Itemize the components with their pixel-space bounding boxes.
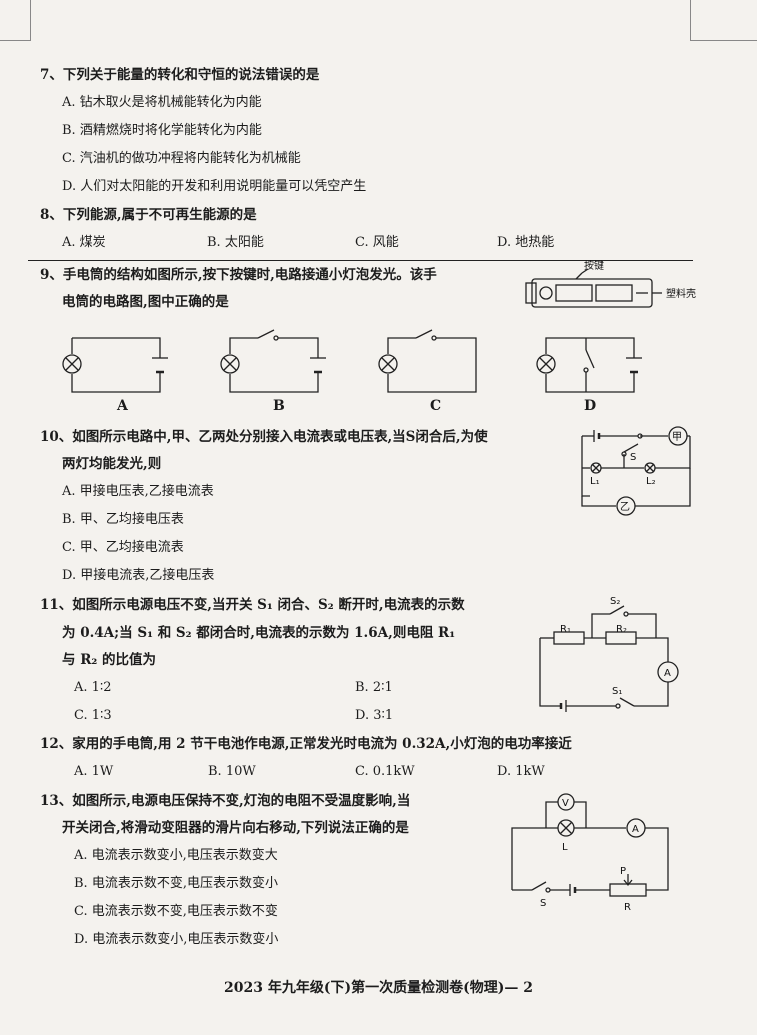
q12-option-c: C. 0.1kW: [355, 764, 415, 779]
key-label: 按键: [584, 259, 604, 272]
q7-option-c: C. 汽油机的做功冲程将内能转化为机械能: [62, 151, 301, 166]
q8-option-a: A. 煤炭: [62, 235, 106, 250]
ammeter-label: A: [664, 668, 671, 679]
q13-circuit: V L A S P R: [511, 793, 669, 913]
q8-stem: 8、下列能源,属于不可再生能源的是: [40, 207, 257, 223]
q7-stem: 7、下列关于能量的转化和守恒的说法错误的是: [40, 67, 320, 83]
q9-stem-line2: 电筒的电路图,图中正确的是: [62, 294, 229, 310]
q13-option-a: A. 电流表示数变小,电压表示数变大: [74, 848, 278, 863]
meter-yi-label: 乙: [620, 501, 630, 513]
lamp-icon: [536, 354, 556, 374]
q9-caption-a: A: [117, 398, 128, 414]
q12-option-b: B. 10W: [208, 764, 256, 779]
q8-option-b: B. 太阳能: [207, 235, 264, 250]
q10-stem-line2: 两灯均能发光,则: [62, 456, 162, 472]
slider-p-label: P: [620, 866, 626, 877]
q9-stem-line1: 9、手电筒的结构如图所示,按下按键时,电路接通小灯泡发光。该手: [40, 267, 437, 283]
q10-option-b: B. 甲、乙均接电压表: [62, 512, 184, 527]
q13-option-c: C. 电流表示数不变,电压表示数不变: [74, 904, 278, 919]
q13-option-d: D. 电流表示数变小,电压表示数变小: [74, 932, 279, 947]
q12-option-a: A. 1W: [74, 764, 114, 779]
switch-s1-label: S₁: [612, 686, 622, 697]
q12-option-d: D. 1kW: [497, 764, 545, 779]
q11-stem-line2: 为 0.4A;当 S₁ 和 S₂ 都闭合时,电流表的示数为 1.6A,则电阻 R…: [62, 625, 456, 641]
q11-option-b: B. 2∶1: [355, 680, 393, 695]
q10-circuit: 甲 S L₁ L₂ 乙: [581, 426, 691, 516]
q9-caption-c: C: [430, 398, 442, 414]
rheostat-r-label: R: [624, 902, 631, 913]
q13-stem-line2: 开关闭合,将滑动变阻器的滑片向右移动,下列说法正确的是: [62, 820, 409, 836]
lamp-icon: [220, 354, 240, 374]
lamp-l2-label: L₂: [646, 476, 656, 487]
q9-circuit-c: [378, 329, 477, 393]
q8-option-c: C. 风能: [355, 235, 399, 250]
q9-caption-d: D: [584, 398, 597, 414]
q9-circuit-d: [536, 337, 642, 393]
q12-stem: 12、家用的手电筒,用 2 节干电池作电源,正常发光时电流为 0.32A,小灯泡…: [40, 736, 572, 752]
q10-stem-line1: 10、如图所示电路中,甲、乙两处分别接入电流表或电压表,当S闭合后,为使: [40, 429, 488, 445]
q11-stem-line3: 与 R₂ 的比值为: [62, 652, 157, 668]
q9-circuit-b: [220, 329, 326, 393]
q11-option-a: A. 1∶2: [74, 680, 112, 695]
q10-option-c: C. 甲、乙均接电流表: [62, 540, 184, 555]
resistor-r2-label: R₂: [616, 624, 627, 635]
crop-mark-top-right: [690, 0, 757, 41]
section-divider: [28, 260, 693, 261]
ammeter-label: A: [632, 824, 639, 835]
q9-caption-b: B: [273, 398, 285, 414]
switch-s-label: S: [540, 898, 546, 909]
q10-option-a: A. 甲接电压表,乙接电流表: [62, 484, 214, 499]
lamp-l1-label: L₁: [590, 476, 600, 487]
q8-option-d: D. 地热能: [497, 235, 555, 250]
q13-stem-line1: 13、如图所示,电源电压保持不变,灯泡的电阻不受温度影响,当: [40, 793, 411, 809]
voltmeter-label: V: [562, 798, 569, 809]
page-footer: 2023 年九年级(下)第一次质量检测卷(物理)— 2: [224, 980, 533, 996]
plastic-shell-label: 塑料壳: [666, 287, 696, 300]
flashlight-figure: 按键 塑料壳: [525, 259, 696, 308]
q13-option-b: B. 电流表示数不变,电压表示数变小: [74, 876, 278, 891]
q7-option-b: B. 酒精燃烧时将化学能转化为内能: [62, 123, 262, 138]
lamp-l-label: L: [562, 842, 568, 853]
q11-circuit: S₂ R₁ R₂ A S₁: [539, 596, 679, 712]
lamp-icon: [378, 354, 398, 374]
meter-jia-label: 甲: [672, 432, 682, 443]
resistor-r1-label: R₁: [560, 624, 571, 635]
q10-option-d: D. 甲接电流表,乙接电压表: [62, 568, 215, 583]
lamp-icon: [62, 354, 82, 374]
q7-option-d: D. 人们对太阳能的开发和利用说明能量可以凭空产生: [62, 179, 367, 194]
switch-s-label: S: [630, 452, 636, 463]
crop-mark-top-left: [0, 0, 31, 41]
q11-stem-line1: 11、如图所示电源电压不变,当开关 S₁ 闭合、S₂ 断开时,电流表的示数: [40, 597, 465, 613]
q9-circuit-a: [62, 337, 168, 393]
switch-s2-label: S₂: [610, 596, 620, 607]
q11-option-c: C. 1∶3: [74, 708, 112, 723]
q7-option-a: A. 钻木取火是将机械能转化为内能: [62, 95, 262, 110]
q11-option-d: D. 3∶1: [355, 708, 394, 723]
